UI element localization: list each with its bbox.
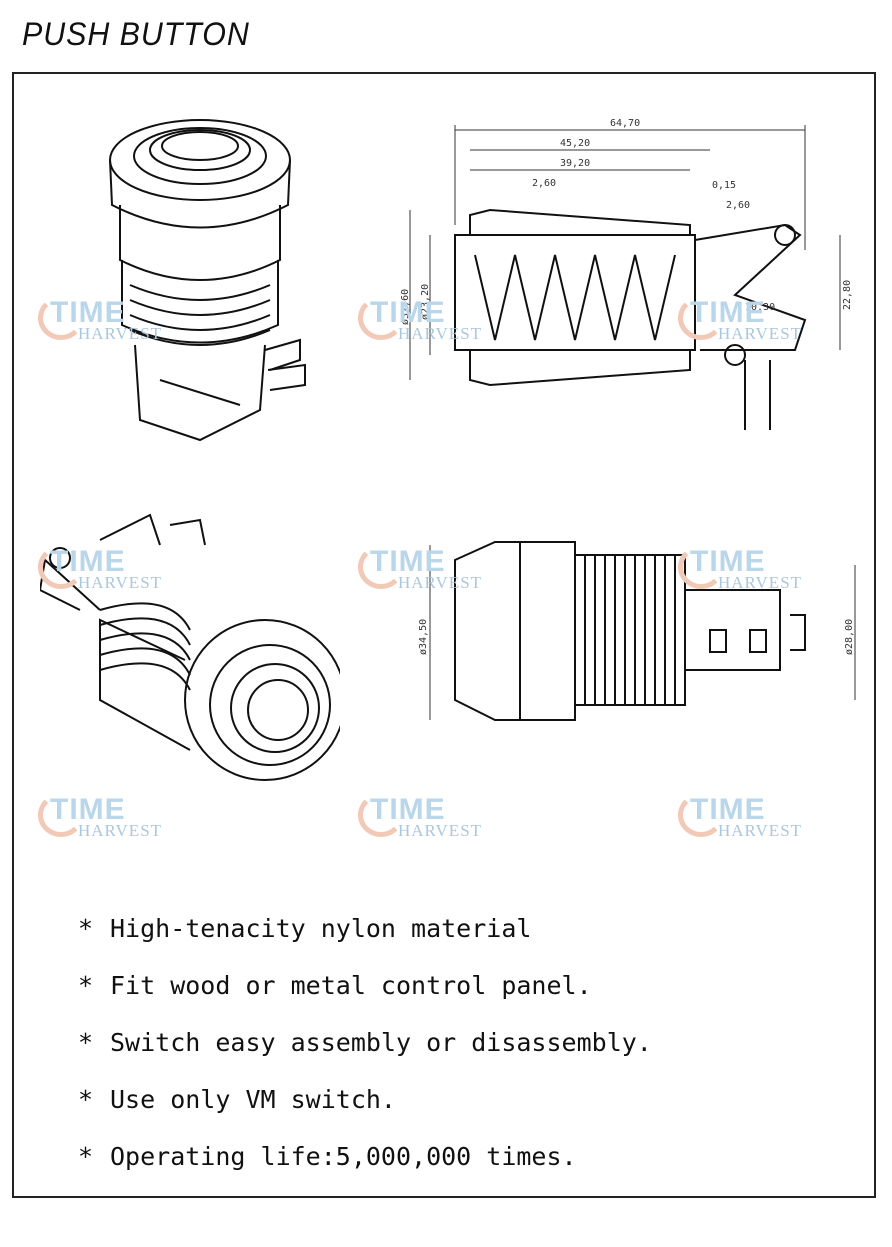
dim-gap: 0,15 [712, 180, 736, 191]
side-elevation-technical-drawing: ø34,50 ø28,00 [418, 541, 856, 721]
dim-thread-length: 45,20 [560, 138, 590, 149]
dim-switch-depth: 10,30 [745, 302, 775, 313]
button-perspective-top-drawing [109, 119, 306, 442]
side-section-technical-drawing: 64,70 45,20 39,20 2,60 0,15 2,60 10,30 2… [400, 118, 853, 430]
dim-outer-diameter: ø32,60 [400, 289, 411, 325]
page-title: PUSH BUTTON [22, 16, 250, 52]
feature-item: *High-tenacity nylon material [78, 914, 532, 943]
dim-flange: 2,60 [532, 178, 556, 189]
dim-cap-diameter: ø34,50 [418, 619, 429, 655]
dim-spring-length: 39,20 [560, 158, 590, 169]
feature-item: *Operating life:5,000,000 times. [78, 1142, 577, 1171]
feature-item: *Use only VM switch. [78, 1085, 396, 1114]
dim-lever: 2,60 [726, 200, 750, 211]
feature-list: *High-tenacity nylon material *Fit wood … [78, 900, 838, 1185]
dim-switch-height: 22,80 [842, 280, 853, 310]
button-perspective-bottom-drawing [40, 513, 340, 781]
dim-inner-diameter: ø23,20 [420, 284, 431, 320]
feature-item: *Fit wood or metal control panel. [78, 971, 592, 1000]
dim-overall-length: 64,70 [610, 118, 640, 129]
feature-item: *Switch easy assembly or disassembly. [78, 1028, 652, 1057]
dim-body-diameter: ø28,00 [844, 619, 855, 655]
